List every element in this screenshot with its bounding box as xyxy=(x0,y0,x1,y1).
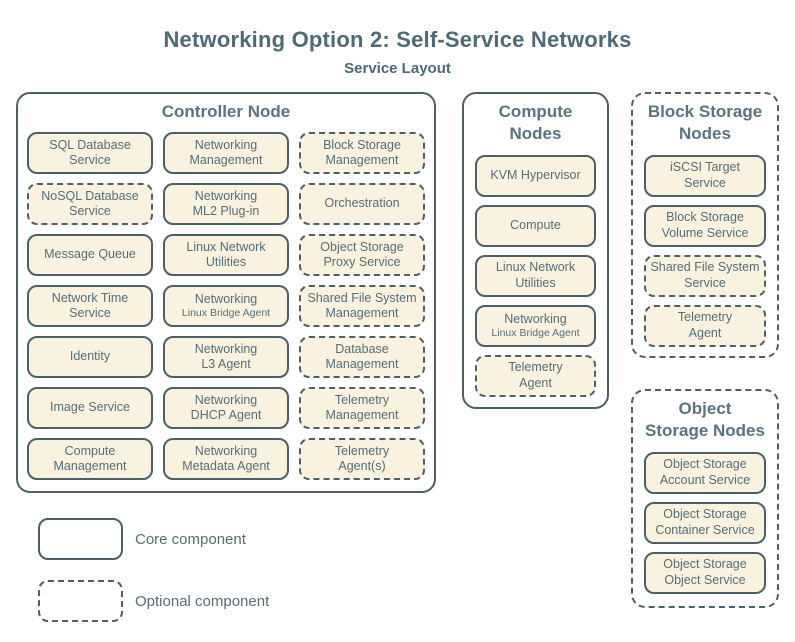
service-block-storage-volume-service: Block Storage Volume Service xyxy=(644,204,766,247)
service-label: Block Storage Management xyxy=(323,137,401,167)
service-linux-network-utilities: Linux Network Utilities xyxy=(475,254,596,297)
service-label: Shared File System Service xyxy=(650,260,760,290)
service-label: Block Storage Volume Service xyxy=(661,210,749,240)
node-controller-title: Controller Node xyxy=(161,102,291,121)
service-networking-metadata-agent: Networking Metadata Agent xyxy=(163,437,289,480)
service-linux-network-utilities: Linux Network Utilities xyxy=(163,233,289,276)
service-sublabel: Linux Bridge Agent xyxy=(181,307,271,320)
service-label: Networking ML2 Plug-in xyxy=(192,188,260,218)
service-sublabel: Linux Bridge Agent xyxy=(491,327,580,340)
service-label: Linux Network Utilities xyxy=(495,260,576,290)
service-shared-file-system-management: Shared File System Management xyxy=(299,284,425,327)
service-kvm-hypervisor: KVM Hypervisor xyxy=(475,154,596,197)
service-label: Shared File System Management xyxy=(307,290,417,320)
service-label: Telemetry Agent xyxy=(508,360,563,390)
service-telemetry-management: Telemetry Management xyxy=(299,386,425,429)
service-telemetry-agent: Telemetry Agent xyxy=(644,304,766,347)
service-object-storage-account-service: Object Storage Account Service xyxy=(644,451,766,494)
service-orchestration: Orchestration xyxy=(299,182,425,225)
legend-label-core: Core component xyxy=(135,530,246,548)
node-controller-services: SQL Database Service Networking Managemen… xyxy=(18,123,434,480)
service-identity: Identity xyxy=(27,335,153,378)
service-shared-file-system-service: Shared File System Service xyxy=(644,254,766,297)
service-label: Networking xyxy=(194,292,258,307)
node-compute-title: Compute Nodes xyxy=(498,102,573,143)
service-telemetry-agent-s: Telemetry Agent(s) xyxy=(299,437,425,480)
service-label: Image Service xyxy=(50,400,130,415)
service-label: Database Management xyxy=(325,341,399,371)
service-label: Object Storage Proxy Service xyxy=(320,239,404,269)
legend-row-optional: Optional component xyxy=(38,580,368,622)
service-message-queue: Message Queue xyxy=(27,233,153,276)
node-block-title: Block Storage Nodes xyxy=(647,102,763,143)
service-networking-l3-agent: Networking L3 Agent xyxy=(163,335,289,378)
service-label: Linux Network Utilities xyxy=(186,239,266,269)
service-networking-dhcp-agent: Networking DHCP Agent xyxy=(163,386,289,429)
service-database-management: Database Management xyxy=(299,335,425,378)
service-object-storage-container-service: Object Storage Container Service xyxy=(644,501,766,544)
service-object-storage-object-service: Object Storage Object Service xyxy=(644,551,766,594)
service-telemetry-agent: Telemetry Agent xyxy=(475,354,596,397)
service-image-service: Image Service xyxy=(27,386,153,429)
core-component-swatch xyxy=(38,518,123,560)
service-block-storage-management: Block Storage Management xyxy=(299,131,425,174)
node-object-title: Object Storage Nodes xyxy=(645,399,765,440)
service-label: Telemetry Management xyxy=(325,392,399,422)
service-iscsi-target-service: iSCSI Target Service xyxy=(644,154,766,197)
service-sql-database-service: SQL Database Service xyxy=(27,131,153,174)
service-label: Networking xyxy=(504,311,567,326)
service-network-time-service: Network Time Service xyxy=(27,284,153,327)
service-compute-management: Compute Management xyxy=(27,437,153,480)
service-label: NoSQL Database Service xyxy=(41,188,139,218)
service-object-storage-proxy-service: Object Storage Proxy Service xyxy=(299,233,425,276)
legend-label-optional: Optional component xyxy=(135,592,270,610)
service-label: Networking Management xyxy=(189,137,263,167)
service-label: Network Time Service xyxy=(51,290,129,320)
optional-component-swatch xyxy=(38,580,123,622)
service-label: Networking L3 Agent xyxy=(194,341,258,371)
service-label: Object Storage Account Service xyxy=(659,457,751,487)
service-label: Orchestration xyxy=(324,196,400,211)
service-label: Message Queue xyxy=(44,247,136,262)
service-nosql-database-service: NoSQL Database Service xyxy=(27,182,153,225)
service-label: Object Storage Container Service xyxy=(655,507,755,537)
service-label: Identity xyxy=(69,349,111,364)
page-subtitle: Service Layout xyxy=(344,60,451,77)
service-label: Compute xyxy=(510,217,561,232)
service-label: SQL Database Service xyxy=(49,137,131,167)
service-label: KVM Hypervisor xyxy=(490,167,581,182)
service-label: iSCSI Target Service xyxy=(670,160,740,190)
service-label: Object Storage Object Service xyxy=(663,557,747,587)
service-compute: Compute xyxy=(475,204,596,247)
service-networking-ml2-plug-in: Networking ML2 Plug-in xyxy=(163,182,289,225)
service-label: Networking DHCP Agent xyxy=(190,392,262,422)
legend: Core component Optional component xyxy=(38,518,368,642)
page-title: Networking Option 2: Self-Service Networ… xyxy=(163,27,632,52)
service-label: Telemetry Agent xyxy=(677,310,733,340)
service-label: Networking Metadata Agent xyxy=(182,443,270,473)
service-label: Compute Management xyxy=(53,443,127,473)
service-label: Telemetry Agent(s) xyxy=(334,443,390,473)
service-networking-management: Networking Management xyxy=(163,131,289,174)
legend-row-core: Core component xyxy=(38,518,368,560)
